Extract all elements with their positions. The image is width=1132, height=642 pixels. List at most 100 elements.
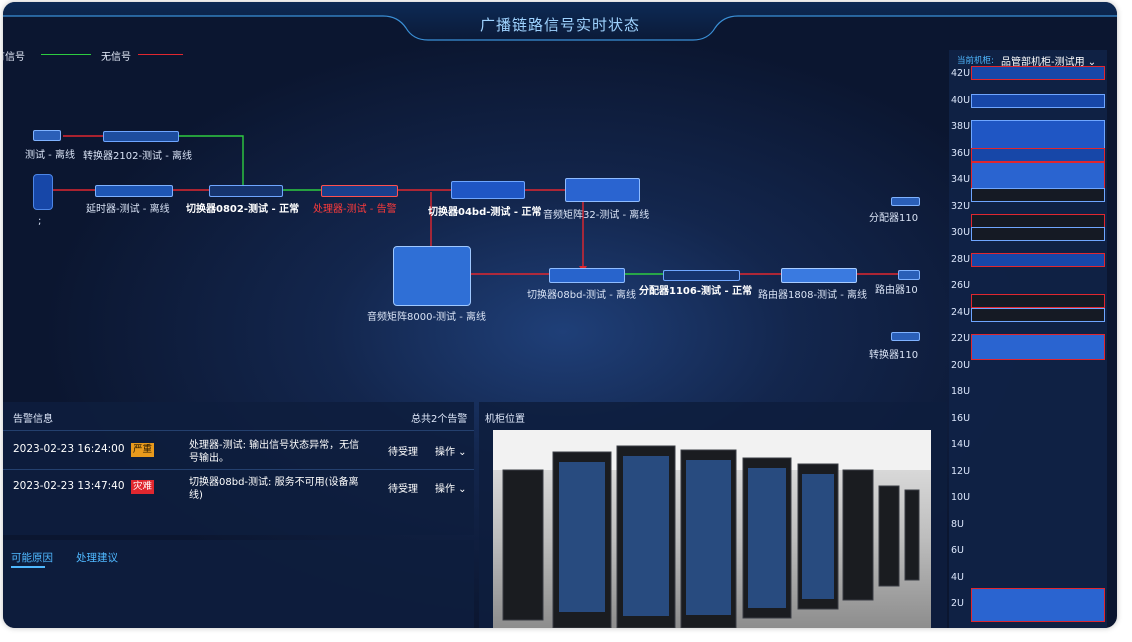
rack-unit-label: 38U [951,121,971,132]
rack-device[interactable] [971,253,1105,267]
alarm-panel-title: 告警信息 [13,414,53,425]
node-label-distributor-1106: 分配器1106-测试 - 正常 [639,286,753,297]
alarm-action-dropdown[interactable]: 操作 ⌄ [435,443,467,458]
alarm-desc-line1: 切换器08bd-测试: 服务不可用(设备离 [189,477,359,488]
node-label-converter-right: 转换器110 [869,350,919,361]
alarm-action-label: 操作 [435,484,455,495]
legend-signal-line [41,54,91,55]
rack-device[interactable] [971,148,1105,162]
device-delayer[interactable] [95,185,173,197]
rack-device[interactable] [971,227,1105,241]
rack-unit-label: 30U [951,227,971,238]
device-switcher-08bd[interactable] [549,268,625,283]
rack-unit-label: 14U [951,439,971,450]
rack-unit-label: 20U [951,359,971,371]
alarm-action-dropdown[interactable]: 操作 ⌄ [435,480,467,495]
alarm-desc-line1: 处理器-测试: 输出信号状态异常，无信 [189,440,360,451]
alarm-action-label: 操作 [435,447,455,458]
tab-possible-causes[interactable]: 可能原因 [11,552,53,564]
alarm-time: 2023-02-23 16:24:00 [13,443,125,455]
chevron-down-icon: ⌄ [1084,57,1097,68]
server-room-photo [493,430,931,628]
device-converter-2102[interactable] [103,131,179,142]
tab-suggestions[interactable]: 处理建议 [76,552,118,564]
rack-device[interactable] [971,66,1105,80]
rack-device[interactable] [971,94,1105,108]
legend-no-signal-label: 无信号 [101,52,131,63]
chevron-down-icon: ⌄ [455,484,467,495]
device-audio-matrix-8000[interactable] [393,246,471,306]
node-label-delayer: 延时器-测试 - 离线 [86,204,170,215]
node-label-processor: 处理器-测试 - 告警 [313,204,397,215]
alarm-time: 2023-02-23 13:47:40 [13,480,125,492]
rack-select-value: 品管部机柜-测试用 [1001,57,1085,68]
node-label-audio-matrix-8000: 音频矩阵8000-测试 - 离线 [367,312,487,323]
rack-device[interactable] [971,120,1105,150]
node-label-audio-matrix-32: 音频矩阵32-测试 - 离线 [543,210,650,221]
node-label-switcher-04bd: 切换器04bd-测试 - 正常 [428,207,542,218]
legend-signal-label: 有信号 [3,52,25,63]
node-label-router-right: 路由器10 [875,285,918,296]
alarm-desc-line2: 线) [189,490,203,501]
legend-no-signal-line [138,54,183,55]
alarm-row[interactable]: 2023-02-23 16:24:00 严重 处理器-测试: 输出信号状态异常，… [3,432,474,468]
node-label-switcher-08bd: 切换器08bd-测试 - 离线 [527,290,636,301]
node-label-switcher-0802: 切换器0802-测试 - 正常 [186,204,300,215]
device-router-right[interactable] [898,270,920,280]
device-input-left[interactable] [33,174,53,210]
rack-device[interactable] [971,588,1105,622]
node-label-converter-left: 测试 - 离线 [25,150,75,161]
chevron-down-icon: ⌄ [455,447,467,458]
rack-device[interactable] [971,294,1105,308]
node-label-converter-2102: 转换器2102-测试 - 离线 [83,151,193,162]
severity-badge: 严重 [131,443,155,457]
device-switcher-04bd[interactable] [451,181,525,199]
device-switcher-0802[interactable] [209,185,283,197]
rack-unit-label: 32U [951,200,971,212]
rack-unit-label: 16U [951,412,971,424]
node-label-distributor-right: 分配器110 [869,213,919,224]
rack-unit-label: 12U [951,465,971,477]
title-banner [3,2,1117,41]
rack-unit-label: 26U [951,280,971,291]
rack-unit-label: 6U [951,545,964,556]
alarm-panel: 告警信息 总共2个告警 2023-02-23 16:24:00 严重 处理器-测… [3,402,474,535]
device-distributor-1106[interactable] [663,270,740,281]
legend-signal: 有信号 [3,48,33,63]
rack-unit-label: 42U [951,68,971,79]
node-label-semicolon: ; [38,216,42,227]
device-converter-right[interactable] [891,332,920,341]
cabinet-panel: 机柜位置 [479,402,947,628]
rack-device[interactable] [971,162,1105,190]
rack-unit-label: 28U [951,253,971,265]
alarm-status: 待受理 [388,447,418,458]
page-title: 广播链路信号实时状态 [479,16,640,34]
rack-unit-label: 40U [951,94,971,106]
cause-panel: 可能原因 处理建议 [3,540,474,628]
rack-unit-label: 34U [951,174,971,185]
app-window: 广播链路信号实时状态 有信号 无信号 [3,2,1117,628]
device-audio-matrix-32[interactable] [565,178,640,202]
alarm-row[interactable]: 2023-02-23 13:47:40 灾难 切换器08bd-测试: 服务不可用… [3,470,474,506]
rack-unit-label: 10U [951,492,971,503]
rack-current-label: 当前机柜: [957,56,994,66]
rack-device[interactable] [971,308,1105,322]
rack-device[interactable] [971,188,1105,202]
device-router-1808[interactable] [781,268,857,283]
node-label-router-1808: 路由器1808-测试 - 离线 [758,290,868,301]
device-processor[interactable] [321,185,398,197]
tab-active-indicator [11,566,45,568]
rack-unit-label: 4U [951,571,964,583]
rack-device[interactable] [971,334,1105,360]
device-converter-left[interactable] [33,130,61,141]
alarm-desc-line2: 号输出。 [189,453,229,464]
rack-select[interactable]: 品管部机柜-测试用 ⌄ [1001,53,1096,68]
rack-unit-label: 8U [951,518,964,530]
cabinet-panel-title: 机柜位置 [485,414,525,425]
severity-badge: 灾难 [131,480,155,494]
rack-device[interactable] [971,214,1105,228]
device-distributor-right[interactable] [891,197,920,206]
rack-unit-label: 22U [951,333,971,344]
rack-unit-label: 18U [951,386,971,397]
